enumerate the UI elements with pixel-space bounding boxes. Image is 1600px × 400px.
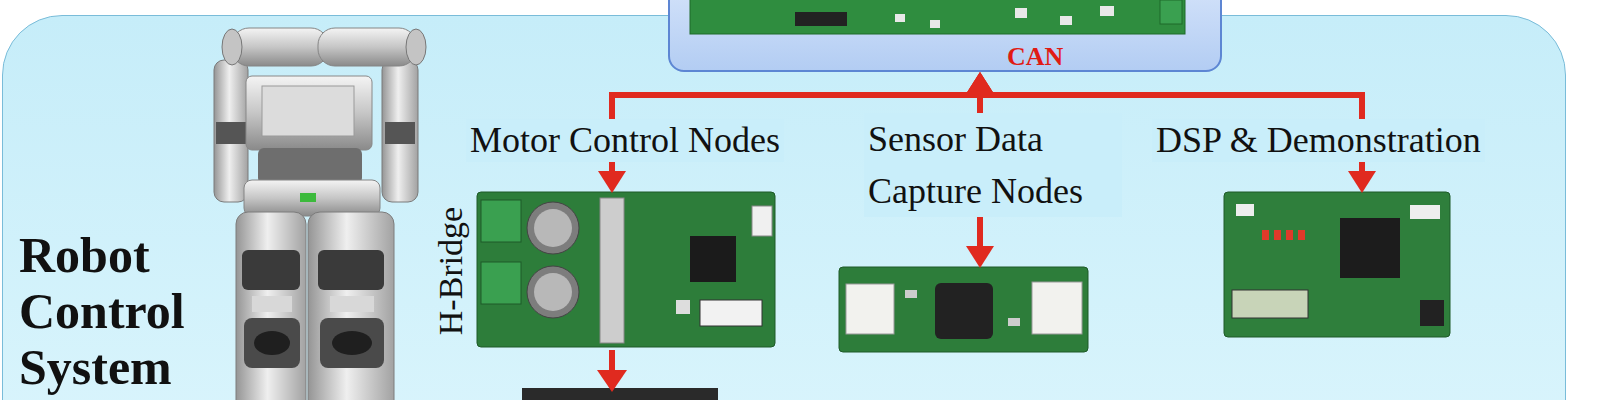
arrowhead [1348, 171, 1376, 193]
robot-servo-hole [254, 331, 290, 355]
pcb [690, 0, 1185, 34]
node-group-label: Sensor Data Capture Nodes [864, 113, 1122, 217]
bus-line [977, 88, 983, 252]
robot-arm [382, 60, 418, 202]
robot-indicator [300, 193, 316, 202]
pin-header [795, 12, 847, 26]
h-bridge-label: H-Bridge [431, 207, 472, 335]
robot-arm [214, 60, 248, 202]
robot-elbow [216, 122, 246, 144]
lcd [1232, 290, 1308, 318]
humanoid-robot [214, 28, 426, 400]
robot-joint [222, 29, 242, 65]
robot-leg [308, 212, 394, 400]
robot-hip [244, 180, 380, 216]
led [1298, 230, 1305, 240]
connector [1420, 300, 1444, 326]
robot-shoulder [318, 28, 416, 66]
led [1262, 230, 1269, 240]
pcb-part [1008, 318, 1020, 326]
connector [1032, 282, 1082, 334]
chip [690, 236, 736, 282]
led [1274, 230, 1281, 240]
capacitor [527, 266, 579, 318]
pcb-part [905, 290, 917, 298]
robot-elbow [385, 122, 415, 144]
pcb-part [1100, 6, 1114, 16]
connector [700, 300, 762, 326]
node-group-label: Motor Control Nodes [466, 119, 784, 162]
terminal-block [1160, 0, 1182, 24]
pcb-part [895, 14, 905, 22]
robot-bracket [330, 296, 374, 312]
pcb [839, 267, 1088, 352]
pcb [1224, 192, 1450, 337]
terminal-block [481, 262, 521, 304]
robot-servo-hole [332, 331, 372, 355]
button [676, 300, 690, 314]
bus-label: CAN [1007, 41, 1063, 72]
capacitor [527, 202, 579, 254]
capacitor [534, 209, 572, 247]
capacitor [534, 273, 572, 311]
driver-arrowhead [597, 370, 627, 392]
heatsink [600, 198, 624, 343]
robot-leg [236, 212, 306, 400]
terminal-block [481, 200, 521, 242]
sensor-chip [935, 283, 993, 339]
robot-waist [258, 148, 362, 184]
motor-board-photo [477, 192, 775, 347]
robot-shoulder [232, 28, 328, 66]
arrowhead [966, 72, 994, 94]
pcb-part [1015, 8, 1027, 18]
pcb [477, 192, 775, 347]
master-pcb [690, 0, 1185, 34]
arrowhead [966, 72, 994, 94]
pcb-part [1236, 204, 1254, 216]
connector [846, 284, 894, 334]
can-bus-connector [966, 72, 1376, 193]
arrowhead [966, 72, 994, 94]
arrowhead [966, 246, 994, 268]
dsp-chip [1340, 218, 1400, 278]
connector [752, 206, 772, 236]
node-group-label: DSP & Demonstration [1152, 119, 1485, 162]
arrowhead [598, 171, 626, 193]
driver-board [522, 388, 718, 400]
pcb-part [930, 20, 940, 28]
can-bus-connector [966, 72, 994, 268]
pcb-part [1410, 205, 1440, 219]
robot-bracket [252, 296, 292, 312]
sensor-board-photo [839, 267, 1088, 352]
can-bus-connector [598, 72, 994, 193]
system-title: Robot Control System [19, 227, 214, 395]
robot-joint [406, 29, 426, 65]
robot-shin [244, 318, 300, 368]
pcb-part [1060, 16, 1072, 25]
driver-arrow [609, 350, 615, 372]
robot-torso [246, 76, 372, 150]
bus-line [612, 84, 980, 178]
robot-knee [318, 250, 384, 290]
robot-shin [320, 318, 384, 368]
led [1286, 230, 1293, 240]
motor-driver-cutoff [522, 350, 718, 400]
dsp-board-photo [1224, 192, 1450, 337]
robot-servo [262, 86, 354, 136]
robot-knee [242, 250, 300, 290]
bus-line [980, 84, 1362, 178]
